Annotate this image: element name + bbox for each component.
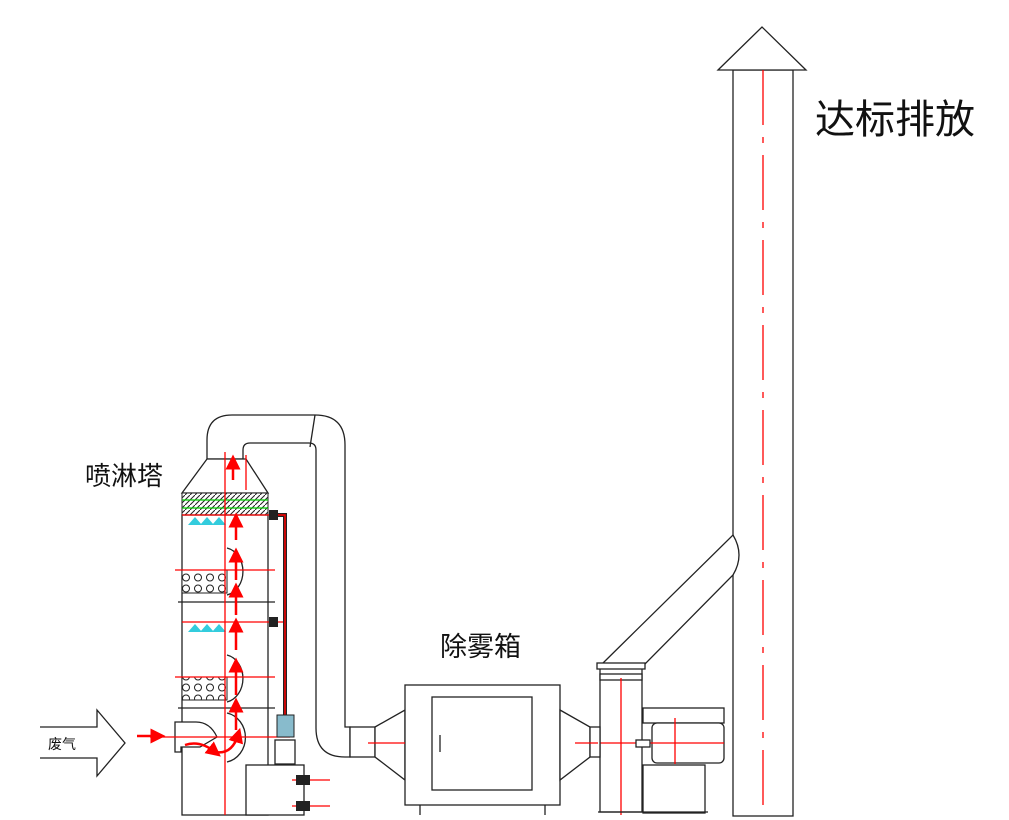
stack-label: 达标排放 <box>815 97 975 143</box>
valve-upper <box>269 510 278 520</box>
packing-layer-lower <box>181 676 228 701</box>
drain-valve-upper <box>296 775 310 785</box>
spray-tower <box>137 452 330 816</box>
connecting-duct <box>206 414 351 758</box>
water-tank <box>245 764 305 816</box>
inlet-arrow <box>40 708 126 778</box>
centrifugal-fan <box>590 662 725 815</box>
demister-label: 除雾箱 <box>440 632 521 663</box>
demister-box <box>349 684 601 815</box>
circulation-pump <box>276 714 295 738</box>
exhaust-stack <box>716 26 808 817</box>
spray-nozzles-upper <box>188 517 226 525</box>
gas-flow-arrows <box>137 454 244 757</box>
inlet-label: 废气 <box>48 737 76 753</box>
demister-access-door <box>431 696 533 791</box>
valve-lower <box>269 617 278 627</box>
drain-valve-lower <box>296 801 310 811</box>
spray-nozzles-lower <box>188 624 226 632</box>
packing-layer-upper <box>181 569 228 594</box>
fan-outlet-duct <box>600 533 740 665</box>
tower-label: 喷淋塔 <box>85 462 163 492</box>
stack-cap <box>716 26 808 71</box>
